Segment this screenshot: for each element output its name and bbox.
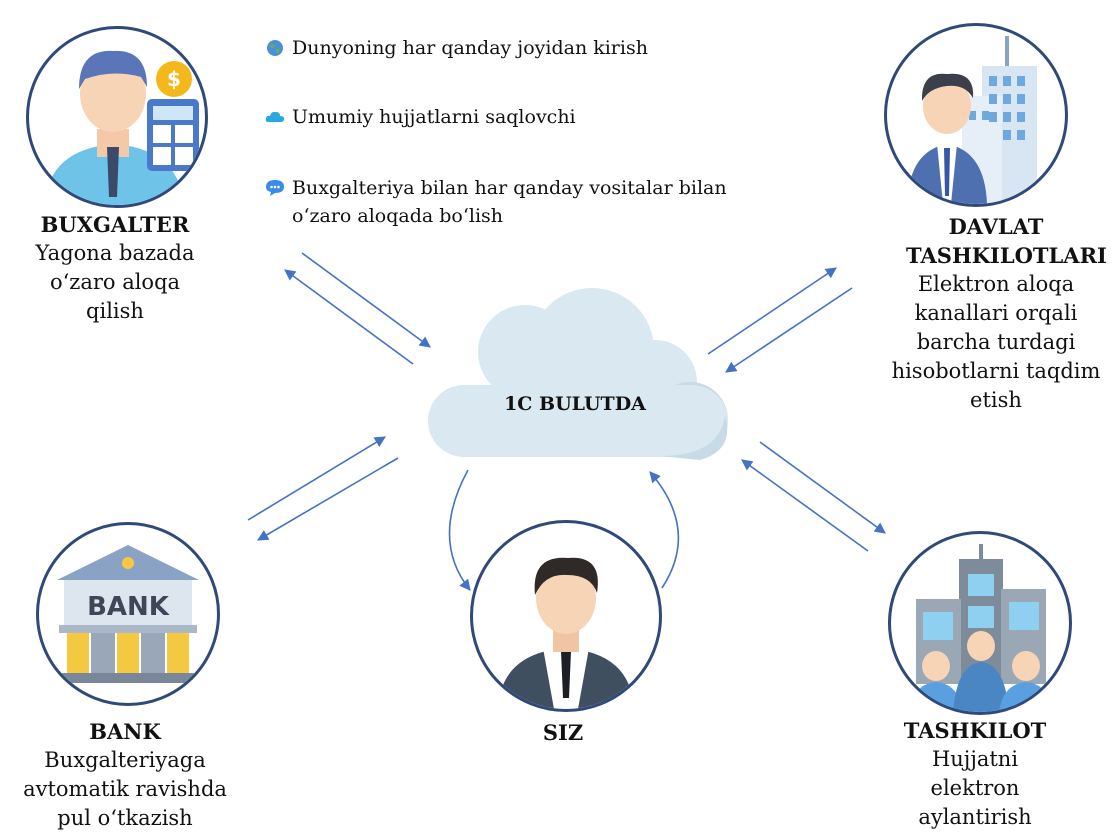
cloud-label: 1C BULUTDA: [504, 393, 646, 415]
buxgalter-node: $: [26, 26, 208, 208]
bank-title: BANK: [89, 719, 161, 744]
buxgalter-title: BUXGALTER: [40, 212, 190, 237]
arrow-to-siz: [448, 469, 471, 591]
arrow-to-davlat: [707, 267, 837, 355]
arrow-to-tashkilot: [759, 441, 886, 534]
feature-item-2: Umumiy hujjatlarni saqlovchi: [264, 103, 704, 131]
accountant-icon: $: [44, 50, 199, 205]
davlat-title: DAVLAT TASHKILOTLARI: [906, 214, 1107, 268]
buxgalter-label: BUXGALTER Yagona bazada o‘zaro aloqa qil…: [0, 210, 230, 326]
feature-text: Umumiy hujjatlarni saqlovchi: [292, 106, 576, 128]
tashkilot-node: [888, 531, 1072, 715]
arrow-to-buxgalter: [284, 269, 414, 365]
siz-label: SIZ: [463, 718, 663, 747]
feature-item-1: Dunyoning har qanday joyidan kirish: [264, 34, 704, 62]
arrow-from-davlat: [725, 287, 853, 373]
chat-bubble-icon: [266, 180, 284, 196]
office-buildings-icon: [909, 544, 1053, 712]
siz-node: [470, 520, 662, 712]
tashkilot-desc: Hujjatni elektron aylantirish: [918, 747, 1032, 829]
cloud-icon: [265, 111, 285, 122]
bank-desc: Buxgalteriyaga avtomatik ravishda pul o‘…: [23, 748, 227, 830]
businessman-icon: [498, 557, 634, 709]
tashkilot-title: TASHKILOT: [903, 718, 1047, 743]
arrow-to-cloud-buxgalter: [301, 252, 431, 348]
arrow-to-cloud-bank: [247, 436, 386, 521]
davlat-label: DAVLAT TASHKILOTLARI Elektron aloqa kana…: [876, 212, 1116, 415]
bank-node: BANK: [36, 522, 220, 706]
svg-text:$: $: [167, 67, 181, 91]
bank-label: BANK Buxgalteriyaga avtomatik ravishda p…: [0, 717, 250, 833]
feature-text: Buxgalteriya bilan har qanday vositalar …: [292, 177, 727, 227]
arrow-to-bank: [257, 457, 399, 541]
feature-text: Dunyoning har qanday joyidan kirish: [292, 37, 648, 59]
arrow-from-tashkilot: [741, 459, 869, 552]
cloud-shape: [428, 288, 728, 460]
bank-icon: BANK: [54, 545, 202, 683]
davlat-node: [884, 23, 1068, 207]
globe-icon: [267, 40, 283, 56]
davlat-desc: Elektron aloqa kanallari orqali barcha t…: [891, 272, 1101, 412]
bank-sign: BANK: [87, 592, 170, 622]
arrow-from-siz: [649, 471, 680, 589]
feature-item-3: Buxgalteriya bilan har qanday vositalar …: [264, 174, 804, 230]
siz-title: SIZ: [542, 720, 584, 745]
government-official-icon: [907, 36, 1037, 204]
tashkilot-label: TASHKILOT Hujjatni elektron aylantirish: [870, 716, 1080, 832]
buxgalter-desc: Yagona bazada o‘zaro aloqa qilish: [35, 241, 195, 323]
